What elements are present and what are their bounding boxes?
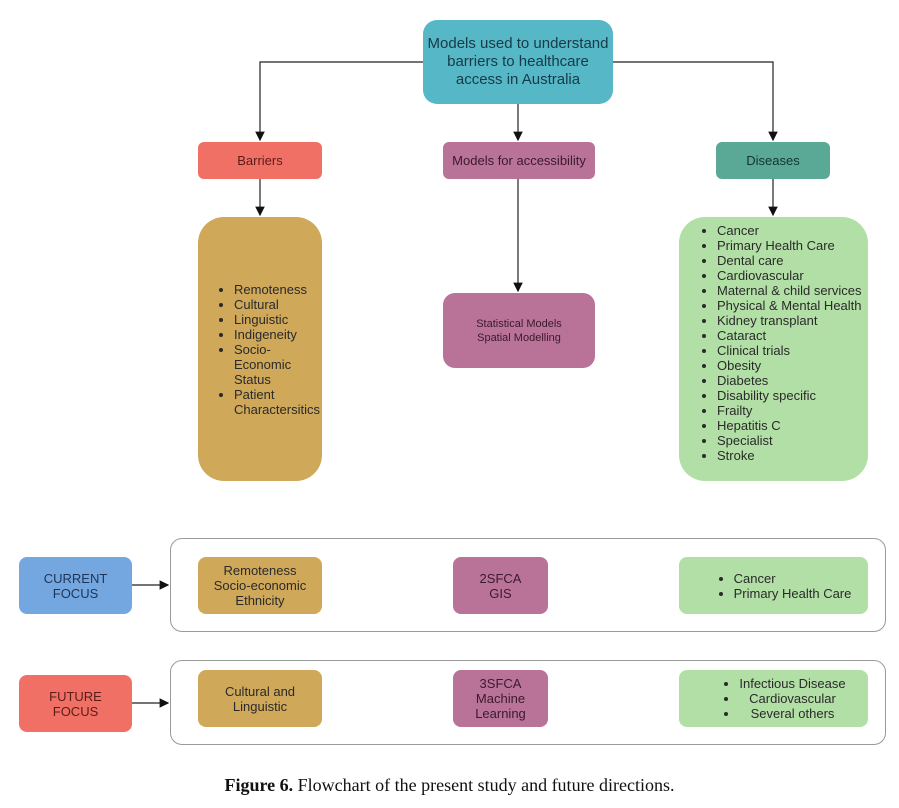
future-diseases-list: Infectious DiseaseCardiovascularSeveral … xyxy=(701,676,845,721)
list-item: Cardiovascular xyxy=(739,691,845,706)
root-line-2: barriers to healthcare xyxy=(447,53,589,70)
list-item: Primary Health Care xyxy=(734,586,852,601)
barriers-header: Barriers xyxy=(198,142,322,179)
list-item: Dental care xyxy=(717,253,862,268)
current-diseases-box: CancerPrimary Health Care xyxy=(679,557,868,614)
list-item: Linguistic xyxy=(234,312,322,327)
list-item: Frailty xyxy=(717,403,862,418)
future-diseases-box: Infectious DiseaseCardiovascularSeveral … xyxy=(679,670,868,727)
box-line: Learning xyxy=(475,706,526,721)
future-focus-label: FUTURE FOCUS xyxy=(19,675,132,732)
caption-label: Figure 6. xyxy=(224,775,294,795)
connector-root-barriers xyxy=(255,61,423,142)
list-item: Disability specific xyxy=(717,388,862,403)
box-line: Machine xyxy=(475,691,526,706)
caption-text: Flowchart of the present study and futur… xyxy=(293,775,675,795)
list-item: Several others xyxy=(739,706,845,721)
list-item: Cardiovascular xyxy=(717,268,862,283)
list-item: Physical & Mental Health xyxy=(717,298,862,313)
connector-root-diseases xyxy=(613,61,778,142)
box-line: Ethnicity xyxy=(235,593,285,608)
barriers-list: RemotenessCulturalLinguisticIndigeneityS… xyxy=(198,282,322,417)
current-focus-frame xyxy=(170,538,886,632)
models-box-line-2: Spatial Modelling xyxy=(477,331,561,344)
list-item: Maternal & child services xyxy=(717,283,862,298)
list-item: Clinical trials xyxy=(717,343,862,358)
list-item: Hepatitis C xyxy=(717,418,862,433)
future-label-line-1: FUTURE xyxy=(49,688,102,704)
models-box-line-1: Statistical Models xyxy=(476,317,562,330)
list-item: Cancer xyxy=(717,223,862,238)
figure-caption: Figure 6. Flowchart of the present study… xyxy=(0,775,899,796)
barriers-list-box: RemotenessCulturalLinguisticIndigeneityS… xyxy=(198,217,322,481)
diseases-header: Diseases xyxy=(716,142,830,179)
models-header: Models for accessibility xyxy=(443,142,595,179)
list-item: Cultural xyxy=(234,297,322,312)
list-item: Socio-Economic Status xyxy=(234,342,322,387)
root-line-3: access in Australia xyxy=(455,71,581,88)
box-line: 2SFCA xyxy=(479,570,522,586)
models-box: Statistical Models Spatial Modelling xyxy=(443,293,595,368)
box-line: Socio-economic xyxy=(213,578,307,593)
list-item: Indigeneity xyxy=(234,327,322,342)
current-label-line-2: FOCUS xyxy=(52,585,99,601)
list-item: Cancer xyxy=(734,571,852,586)
root-line-1: Models used to understand xyxy=(427,35,609,52)
root-node: Models used to understand barriers to he… xyxy=(423,20,613,104)
box-line: GIS xyxy=(489,585,512,601)
diseases-list-box: CancerPrimary Health CareDental careCard… xyxy=(679,217,868,481)
box-line: Linguistic xyxy=(232,698,288,714)
list-item: Primary Health Care xyxy=(717,238,862,253)
list-item: Stroke xyxy=(717,448,862,463)
list-item: Cataract xyxy=(717,328,862,343)
current-focus-label: CURRENT FOCUS xyxy=(19,557,132,614)
list-item: Kidney transplant xyxy=(717,313,862,328)
box-line: 3SFCA xyxy=(479,676,522,691)
current-diseases-list: CancerPrimary Health Care xyxy=(696,571,852,601)
future-focus-frame xyxy=(170,660,886,745)
diseases-list: CancerPrimary Health CareDental careCard… xyxy=(679,223,862,463)
list-item: Obesity xyxy=(717,358,862,373)
list-item: Specialist xyxy=(717,433,862,448)
current-label-line-1: CURRENT xyxy=(43,570,108,586)
box-line: Cultural and xyxy=(224,683,296,699)
list-item: Remoteness xyxy=(234,282,322,297)
future-label-line-2: FOCUS xyxy=(52,703,99,719)
box-line: Remoteness xyxy=(223,563,297,578)
list-item: Patient Charactersitics xyxy=(234,387,322,417)
list-item: Diabetes xyxy=(717,373,862,388)
list-item: Infectious Disease xyxy=(739,676,845,691)
